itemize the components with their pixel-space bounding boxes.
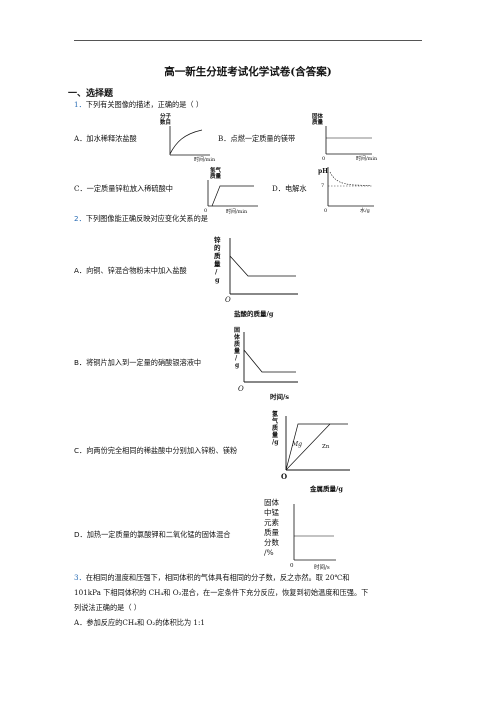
q2c-origin: O	[281, 472, 287, 481]
q1a-xlabel: 时间/min	[194, 156, 216, 163]
q1d-curve	[329, 171, 371, 186]
q2c-ylabel-5: /g	[272, 439, 279, 446]
q2-text: 下列图像能正确反映对应变化关系的是	[85, 214, 208, 223]
q3-option-a[interactable]: A．参加反应的CH₄和 O₂的体积比为 1:1	[74, 618, 206, 627]
q2c-line-mg	[285, 423, 348, 471]
q2d-ylabel-1: 固体	[264, 497, 279, 507]
q2b-xlabel: 时间/s	[270, 392, 289, 401]
q2c-ylabel-2: 气	[271, 417, 278, 425]
q1a-ylabel-1: 分子	[160, 112, 172, 120]
q3-line-1: 3．在相同的温度和压强下，相同体积的气体具有相同的分子数，反之亦然。取 20℃和	[74, 573, 350, 582]
q2a-ylabel-6: g	[215, 276, 220, 284]
q3-text-1: 在相同的温度和压强下，相同体积的气体具有相同的分子数，反之亦然。取 20℃和	[85, 573, 350, 582]
q2d-ylabel-2: 中锰	[264, 507, 279, 517]
q1b-origin: 0	[322, 156, 325, 162]
q2b-ylabel-1: 固	[234, 326, 240, 334]
q2c-ylabel-4: 量	[272, 431, 278, 439]
q2b-ylabel-6: g	[235, 362, 240, 369]
q2-option-b[interactable]: B．将铜片加入到一定量的硝酸银溶液中	[74, 358, 202, 367]
q1a-ylabel-2: 数目	[160, 118, 171, 126]
q1-graph-d: pH 7 0 水/g	[318, 167, 374, 214]
q2a-ylabel-4: 量	[214, 259, 221, 268]
q2b-ylabel-5: /	[235, 355, 238, 362]
q1-graph-a: 分子 数目 时间/min	[160, 112, 216, 163]
q2-graph-b: 固 体 质 量 / g O 时间/s	[234, 326, 298, 401]
q1-graph-b: 固体 质量 0 时间/min	[312, 112, 378, 162]
q1-text: 下列有关图像的描述，正确的是（ ）	[85, 100, 204, 109]
q2-option-a[interactable]: A．向铜、锌混合物粉末中加入盐酸	[74, 266, 187, 275]
q2c-ylabel-3: 质	[272, 424, 278, 432]
q1c-line	[211, 185, 254, 207]
q2c-line2-label: Zn	[322, 444, 330, 450]
section-heading: 一、选择题	[68, 89, 114, 99]
q2a-ylabel-5: /	[215, 268, 218, 276]
q2a-ylabel-3: 质	[214, 251, 221, 260]
q2-number: 2．	[74, 214, 86, 223]
header-rule	[74, 40, 422, 41]
q2a-line	[229, 255, 296, 277]
q2d-ylabel-4: 质量	[264, 527, 279, 537]
q1b-xlabel: 时间/min	[356, 155, 378, 162]
q1d-mark: 7	[321, 183, 324, 189]
q2d-ylabel-5: 分数	[264, 537, 279, 547]
q2-stem: 2．下列图像能正确反映对应变化关系的是	[74, 214, 208, 223]
q2b-ylabel-4: 量	[234, 347, 240, 355]
q1-option-d[interactable]: D．电解水	[272, 184, 307, 193]
q2-option-c[interactable]: C．向两份完全相同的稀盐酸中分别加入锌粉、镁粉	[74, 446, 238, 455]
q2-option-d[interactable]: D．加热一定质量的氯酸钾和二氧化锰的固体混合	[74, 530, 231, 539]
q2a-origin: O	[225, 296, 231, 304]
q1c-xlabel: 时间/min	[226, 208, 248, 215]
q1c-origin: 0	[204, 208, 207, 214]
q1-number: 1．	[74, 100, 86, 109]
q2a-xlabel: 盐酸的质量/g	[234, 309, 274, 318]
q2b-ylabel-2: 体	[234, 333, 241, 341]
q2d-origin: 0	[290, 563, 294, 569]
q1d-origin: 0	[324, 208, 327, 214]
q2d-xlabel: 时间/s	[314, 563, 330, 571]
q1d-ylabel: pH	[318, 168, 328, 175]
q1-option-a[interactable]: A．加水稀释浓盐酸	[74, 134, 137, 143]
q1b-ylabel-1: 固体	[312, 112, 324, 120]
q2a-ylabel-2: 的	[214, 243, 221, 252]
q3-number: 3．	[74, 573, 86, 582]
q2b-origin: O	[238, 385, 244, 393]
q2c-line1-label: Mg	[291, 441, 302, 448]
q2b-line	[243, 349, 296, 373]
q1-option-b[interactable]: B．点燃一定质量的镁带	[218, 134, 296, 143]
q2-graph-d: 固体 中锰 元素 质量 分数 /% 0 时间/s	[264, 497, 336, 571]
q3-line-3: 列说法正确的是（ ）	[74, 603, 141, 612]
q1-option-c[interactable]: C．一定质量锌粒放入稀硫酸中	[74, 184, 173, 193]
q1-stem: 1．下列有关图像的描述，正确的是（ ）	[74, 100, 203, 109]
q1-graph-c: 氢气 质量 0 时间/min	[204, 166, 258, 215]
q2-graph-a: 锌 的 质 量 / g O 盐酸的质量/g	[214, 235, 298, 318]
q2b-ylabel-3: 质	[234, 340, 240, 348]
q2-graph-c: 氢 气 质 量 /g Mg Zn O 金属质量/g	[271, 410, 350, 493]
q2d-ylabel-3: 元素	[264, 517, 279, 527]
q1a-curve	[169, 129, 203, 155]
q2c-xlabel: 金属质量/g	[309, 484, 343, 493]
q2a-ylabel-1: 锌	[214, 235, 221, 244]
q1b-ylabel-2: 质量	[312, 118, 324, 126]
q2c-line-zn	[285, 423, 331, 471]
q3-line-2: 101kPa 下相同体积的 CH₄和 O₂混合，在一定条件下充分反应，恢复到初始…	[74, 588, 369, 597]
q2d-ylabel-6: /%	[264, 548, 274, 557]
q1c-ylabel-1: 氢气	[210, 166, 222, 174]
q2c-ylabel-1: 氢	[272, 410, 278, 418]
q1d-xlabel: 水/g	[360, 207, 371, 214]
q1c-ylabel-2: 质量	[210, 172, 222, 180]
page-title: 高一新生分班考试化学试卷(含答案)	[164, 66, 332, 78]
